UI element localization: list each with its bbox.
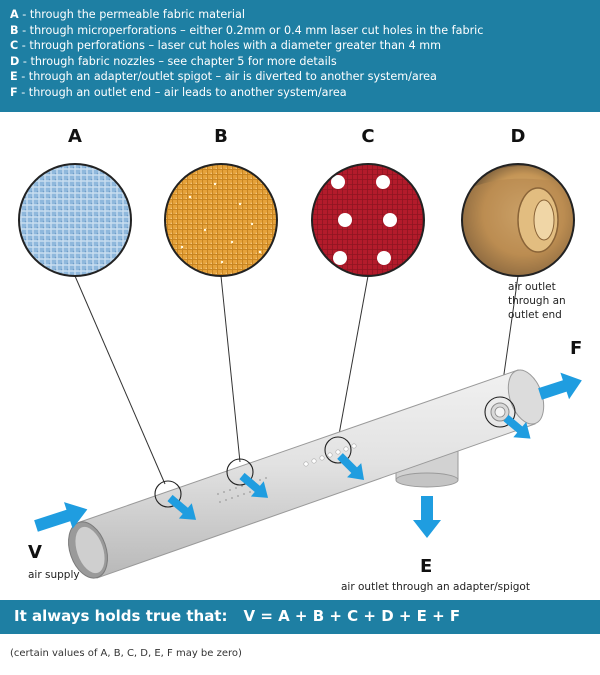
label-v: V bbox=[28, 542, 42, 563]
fabric-sample-a bbox=[18, 163, 132, 277]
label-e: E bbox=[420, 556, 433, 577]
e-description: air outlet through an adapter/spigot bbox=[341, 581, 530, 593]
legend-item-f: F - through an outlet end – air leads to… bbox=[10, 85, 347, 99]
circle-label-a: A bbox=[68, 126, 82, 147]
airflow-arrows bbox=[34, 372, 582, 538]
fabric-sample-c bbox=[311, 163, 425, 277]
arrow-a bbox=[167, 494, 197, 520]
legend-item-d: D - through fabric nozzles – see chapter… bbox=[10, 54, 337, 68]
perforation-holes bbox=[303, 443, 357, 467]
f-description: air outlet through an outlet end bbox=[508, 281, 566, 321]
formula-equation: V = A + B + C + D + E + F bbox=[243, 607, 461, 625]
formula-banner: It always holds true that: V = A + B + C … bbox=[0, 600, 600, 634]
marker-circles bbox=[154, 396, 516, 508]
duct-illustration bbox=[18, 163, 582, 579]
circle-label-b: B bbox=[214, 126, 228, 147]
fabric-sample-b bbox=[164, 163, 278, 277]
circle-label-c: C bbox=[361, 126, 375, 147]
arrow-d bbox=[503, 414, 531, 439]
fabric-sample-d bbox=[461, 163, 575, 277]
legend-item-a: A - through the permeable fabric materia… bbox=[10, 8, 245, 21]
v-description: air supply bbox=[28, 569, 80, 581]
arrow-e bbox=[413, 496, 441, 538]
circle-label-d: D bbox=[510, 126, 526, 147]
duct-diagram: A B C D air outlet through an outlet end… bbox=[0, 112, 600, 600]
legend-panel: A - through the permeable fabric materia… bbox=[0, 0, 600, 112]
footnote: (certain values of A, B, C, D, E, F may … bbox=[10, 648, 242, 659]
legend-item-b: B - through microperforations – either 0… bbox=[10, 23, 484, 37]
arrow-f bbox=[538, 372, 582, 400]
legend-item-e: E - through an adapter/outlet spigot – a… bbox=[10, 70, 437, 84]
arrow-c bbox=[337, 453, 365, 481]
legend-item-c: C - through perforations – laser cut hol… bbox=[10, 39, 442, 53]
fabric-duct bbox=[68, 369, 545, 579]
arrow-v-in bbox=[34, 502, 88, 532]
label-f: F bbox=[570, 338, 583, 359]
formula-lead: It always holds true that: bbox=[14, 607, 228, 625]
arrow-b bbox=[239, 472, 269, 498]
